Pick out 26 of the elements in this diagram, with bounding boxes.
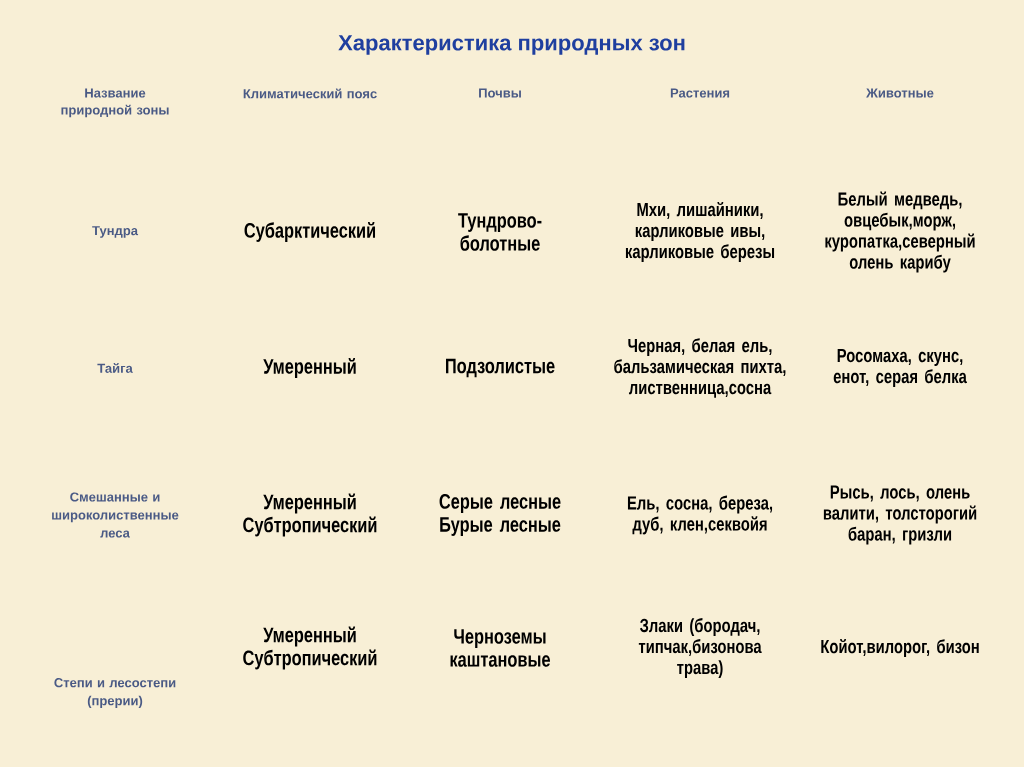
cell-text: Росомаха, скунс, енот, серая белка <box>833 349 967 387</box>
zone-name: Тундра <box>92 226 139 238</box>
cell-text: Умеренный Субтропический <box>243 626 377 670</box>
zone-name: Смешанные и широколиственные леса <box>52 492 179 538</box>
cell-text: Субарктический <box>244 222 375 242</box>
cell-text: Черная, белая ель, бальзамическая пихта, лиственница,сосна <box>614 338 786 398</box>
cell-text: Тундрово-болотные <box>458 213 542 251</box>
zone-name: Тайга <box>97 363 133 373</box>
cell-text: Рысь, лось, олень валити, толсторогий баран, гризли <box>823 485 977 545</box>
zone-name: Степи и лесостепи (прерии) <box>54 678 176 708</box>
cell-text: Черноземы каштановые <box>450 629 550 667</box>
cell-text: Койот,вилорог, бизон <box>821 638 979 658</box>
cell-text: Подзолистые <box>446 358 555 378</box>
cell-text: Умеренный Субтропический <box>243 493 377 537</box>
cell-text: Умеренный <box>263 358 356 378</box>
cell-text: Мхи, лишайники, карликовые ивы, карликовые березы <box>625 201 775 263</box>
column-header: Название природной зоны <box>61 88 169 118</box>
column-header: Растения <box>670 88 730 98</box>
column-header: Почвы <box>479 88 521 98</box>
cell-text: Злаки (бородач, типчак,бизонова трава) <box>638 618 762 678</box>
cell-text: Белый медведь, овцебык,морж, куропатка,северный олень карибу <box>825 191 975 273</box>
column-header: Животные <box>866 88 934 98</box>
title: Характеристика природных зон <box>338 35 685 55</box>
column-header: Климатический пояс <box>243 88 377 99</box>
cell-text: Ель, сосна, береза, дуб, клен,секвойя <box>627 495 773 535</box>
cell-text: Серые лесные Бурые лесные <box>439 494 561 536</box>
